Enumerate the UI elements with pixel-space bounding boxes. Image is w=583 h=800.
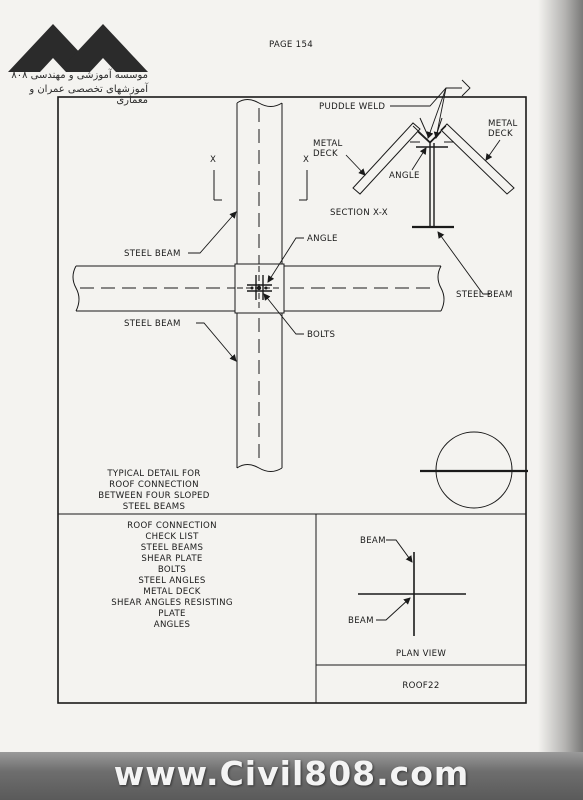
label-metal-deck-right-2: DECK bbox=[488, 129, 513, 139]
checklist-item: STEEL BEAMS bbox=[141, 543, 203, 553]
detail-caption-line-3: BETWEEN FOUR SLOPED bbox=[98, 491, 210, 501]
section-title: SECTION X-X bbox=[330, 208, 388, 218]
steel-beam-section-leader bbox=[437, 231, 490, 295]
plan-label-beam-top: BEAM bbox=[360, 536, 386, 546]
label-angle-plan: ANGLE bbox=[307, 234, 338, 244]
plan-label-beam-bottom: BEAM bbox=[348, 616, 374, 626]
checklist-item: CHECK LIST bbox=[145, 532, 199, 542]
label-metal-deck-right-1: METAL bbox=[488, 119, 518, 129]
label-metal-deck-left-2: DECK bbox=[313, 149, 338, 159]
drawing-frame bbox=[57, 96, 527, 704]
section-cut-marks bbox=[213, 170, 308, 201]
detail-caption-line-1: TYPICAL DETAIL FOR bbox=[106, 469, 200, 479]
checklist-item: ANGLES bbox=[154, 620, 190, 630]
label-puddle-weld: PUDDLE WELD bbox=[319, 102, 385, 112]
plan-leaders bbox=[188, 211, 304, 362]
bolts bbox=[250, 285, 268, 291]
label-angle-section: ANGLE bbox=[389, 171, 420, 181]
logo-text-line-1: موسسه آموزشی و مهندسی ۸۰۸ bbox=[11, 70, 148, 81]
checklist-item: ROOF CONNECTION bbox=[127, 521, 217, 531]
scan-shadow bbox=[538, 0, 583, 800]
label-steel-beam-section: STEEL BEAM bbox=[456, 290, 513, 300]
detail-caption-line-4: STEEL BEAMS bbox=[123, 502, 185, 512]
label-bolts: BOLTS bbox=[307, 330, 335, 340]
section-mark-left: X bbox=[210, 155, 216, 165]
page-label: PAGE 154 bbox=[269, 40, 313, 50]
checklist-item: STEEL ANGLES bbox=[138, 576, 205, 586]
metal-deck-right-leader bbox=[485, 139, 501, 161]
checklist-item: BOLTS bbox=[158, 565, 186, 575]
checklist-item: SHEAR PLATE bbox=[141, 554, 202, 564]
checklist-item: PLATE bbox=[158, 609, 186, 619]
label-metal-deck-left-1: METAL bbox=[313, 139, 343, 149]
plan-view-title: PLAN VIEW bbox=[396, 649, 446, 659]
logo-mark bbox=[8, 24, 148, 72]
drawing-id: ROOF22 bbox=[402, 681, 439, 691]
checklist-item: METAL DECK bbox=[143, 587, 201, 597]
label-steel-beam-top: STEEL BEAM bbox=[124, 249, 181, 259]
footer-url[interactable]: www.Civil808.com bbox=[113, 754, 470, 793]
checklist-item: SHEAR ANGLES RESISTING bbox=[111, 598, 233, 608]
angle-section-leader bbox=[411, 147, 427, 171]
footer-band bbox=[0, 752, 583, 800]
weld-symbol bbox=[390, 79, 471, 139]
logo-text-line-2: آموزشهای تخصصی عمران و معماری bbox=[29, 84, 148, 106]
detail-caption-line-2: ROOF CONNECTION bbox=[109, 480, 199, 490]
metal-deck-left-leader bbox=[345, 154, 366, 176]
plan-view-drawing bbox=[358, 539, 466, 636]
circle-detail bbox=[420, 431, 528, 509]
section-mark-right: X bbox=[303, 155, 309, 165]
label-steel-beam-bottom: STEEL BEAM bbox=[124, 319, 181, 329]
section-xx-drawing bbox=[352, 117, 515, 229]
